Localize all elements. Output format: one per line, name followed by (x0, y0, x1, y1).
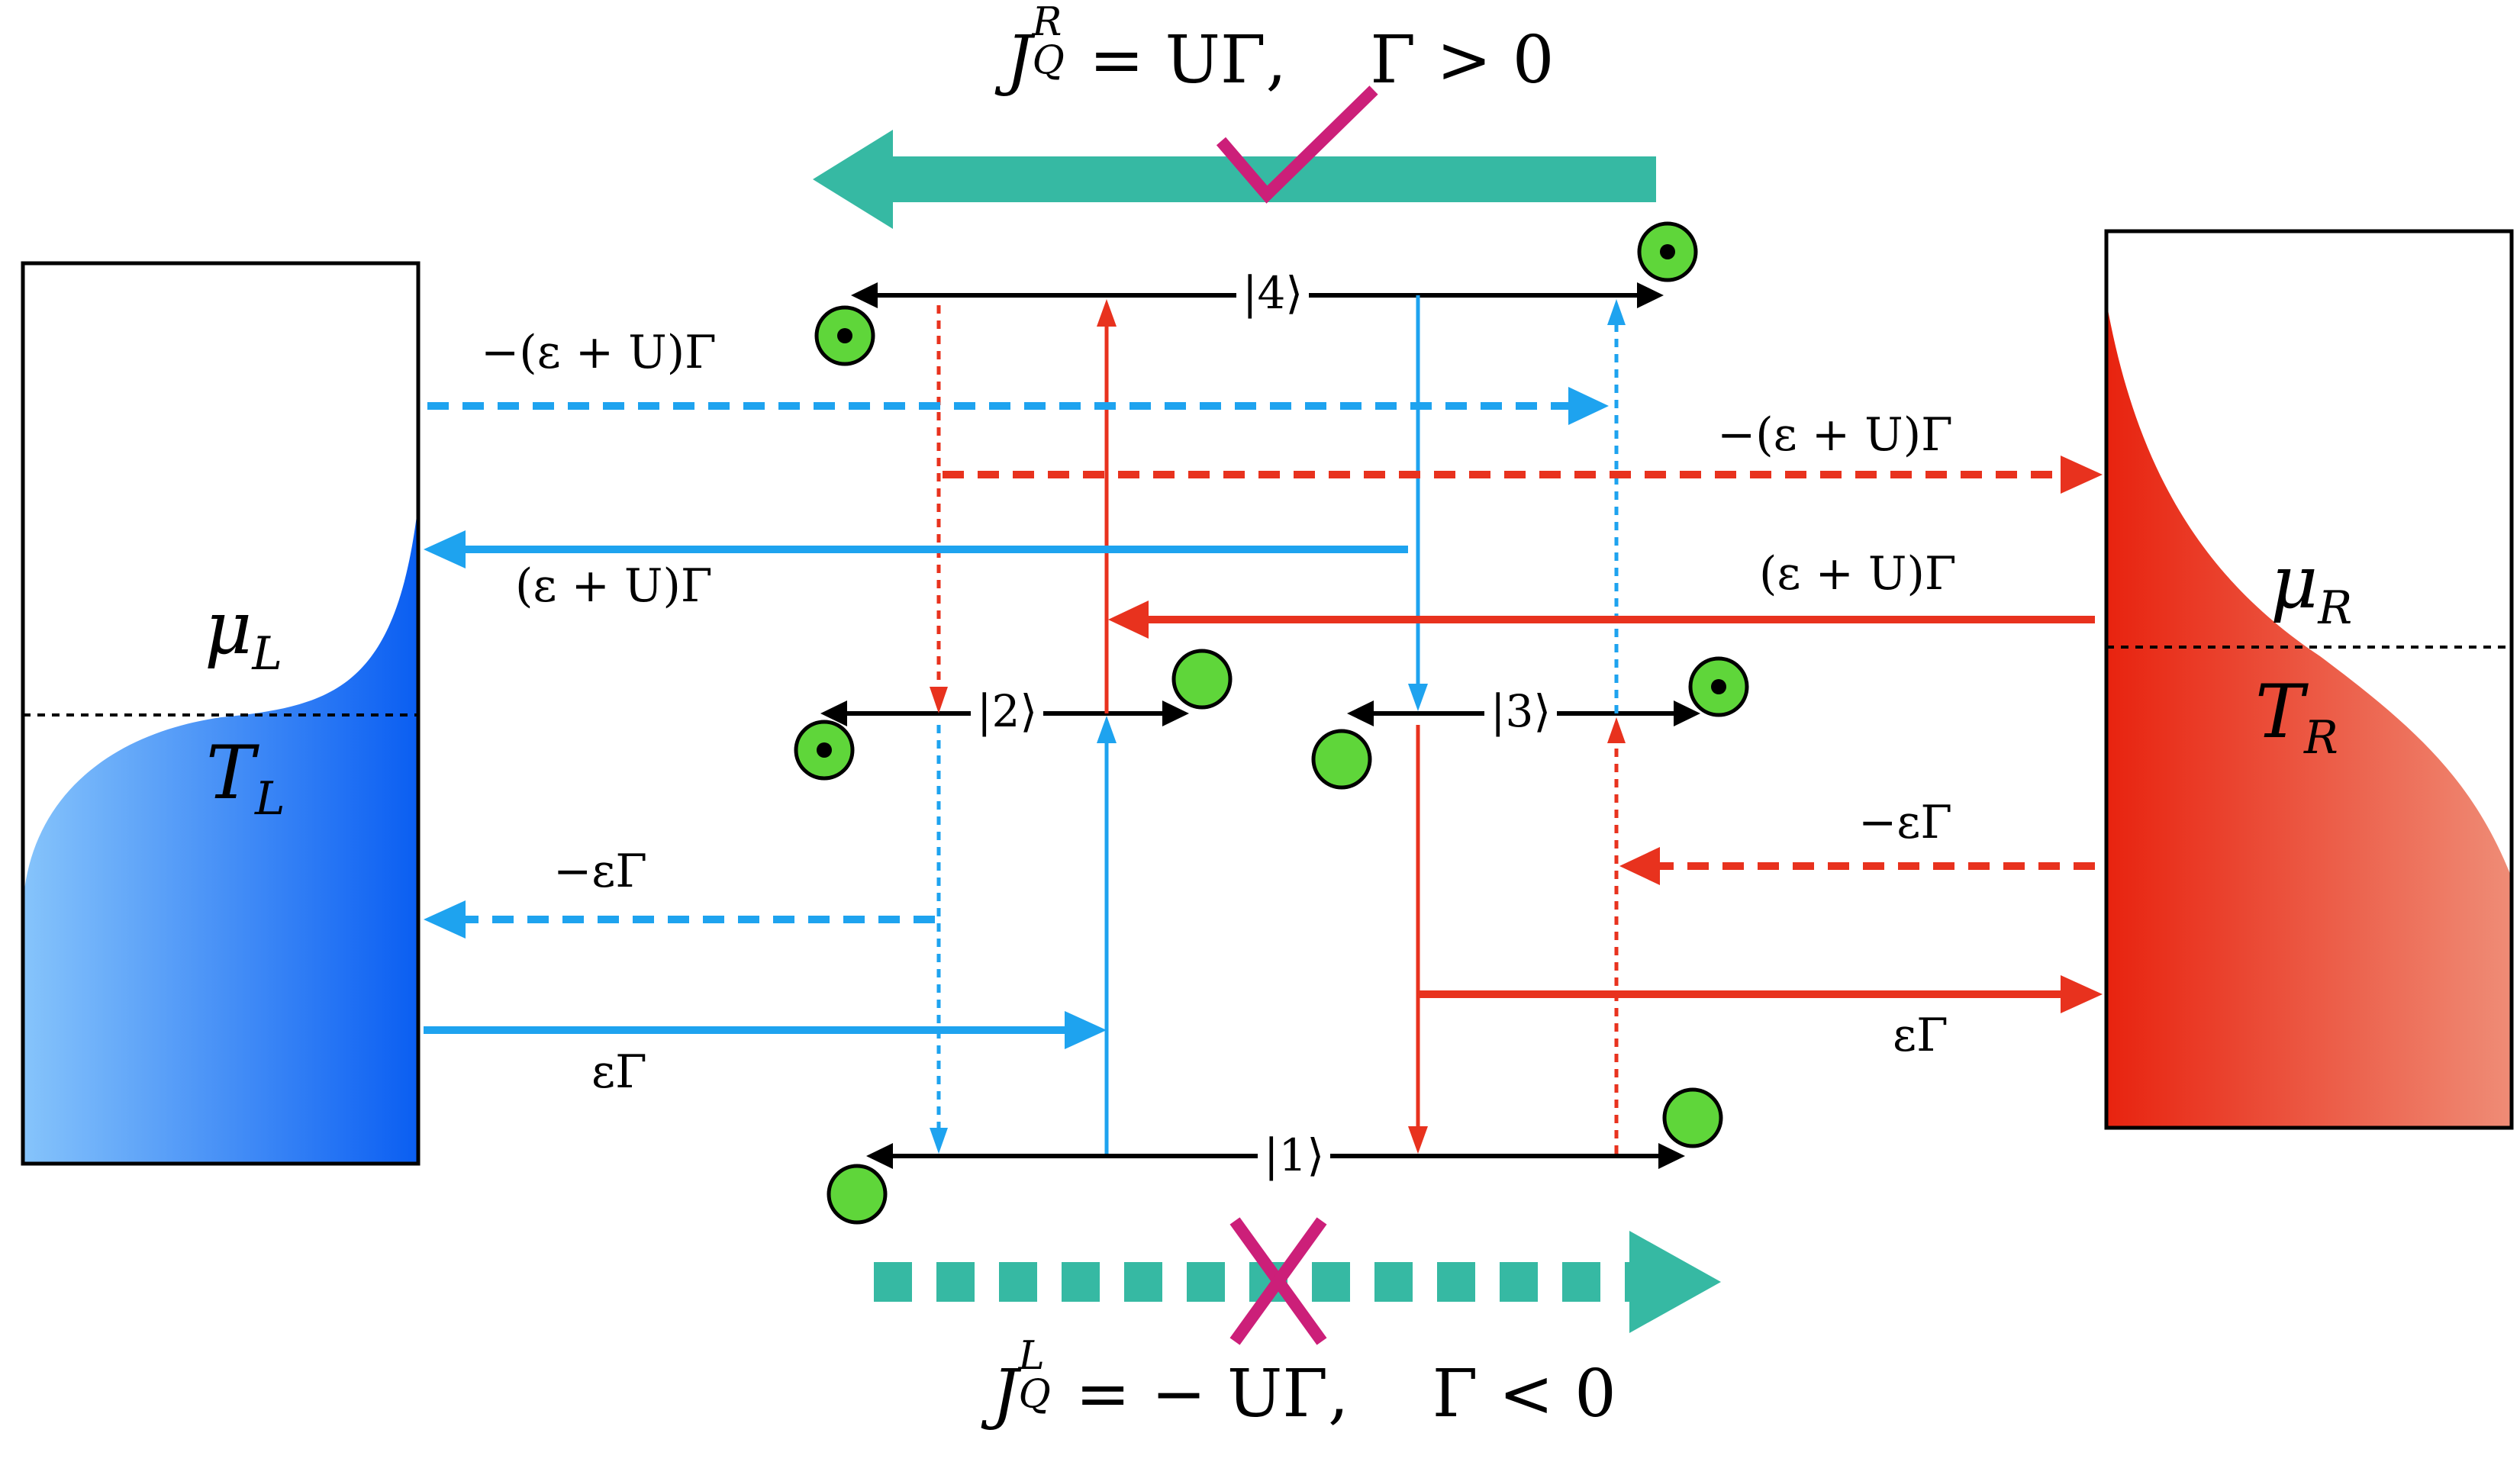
state-label-3: |3⟩ (1484, 689, 1558, 733)
current-superscript: L (1018, 1332, 1045, 1379)
flow-center-to-left-blue (424, 530, 1408, 568)
current-expression: = − UΓ, (1075, 1356, 1349, 1432)
transition-1-to-3-red-dotted (1607, 717, 1626, 1154)
left-temperature-label: TL (206, 736, 285, 822)
rate-label-left-pos: εΓ (591, 1045, 647, 1099)
current-condition: Γ > 0 (1370, 22, 1555, 98)
empty-particle-icon (827, 1164, 888, 1225)
current-subscript: Q (1032, 37, 1065, 83)
mu-symbol: μ (205, 585, 253, 671)
temperature-subscript: R (2304, 711, 2338, 765)
rate-label-right-pos: εΓ (1893, 1009, 1948, 1062)
flow-center-to-left-blue-dashed (424, 900, 935, 939)
transition-4-to-2-red-dotted (930, 305, 948, 713)
right-reservoir-frame (2104, 229, 2514, 1130)
right-chemical-potential-label: μR (2270, 546, 2352, 631)
current-symbol: J (1006, 22, 1033, 98)
flow-left-to-center-blue-dashed (427, 387, 1609, 425)
current-expression: = UΓ, (1089, 22, 1287, 98)
empty-particle-icon (1171, 649, 1233, 710)
mu-subscript: R (2318, 581, 2353, 635)
transition-3-to-1-red (1408, 725, 1428, 1154)
flow-left-to-center-blue (424, 1011, 1107, 1049)
mu-subscript: L (252, 627, 282, 681)
transition-2-to-1-blue-dotted (930, 725, 948, 1154)
current-superscript: R (1032, 0, 1062, 45)
cross-mark-icon (1229, 1217, 1327, 1345)
particle-dots (817, 244, 1726, 758)
flow-center-to-right-red-dashed (943, 456, 2103, 494)
left-reservoir (21, 261, 421, 1166)
empty-particle-icon (1311, 729, 1372, 790)
rate-label-right-neg: −εΓ (1858, 796, 1952, 849)
transition-2-to-4-red (1097, 299, 1117, 713)
heat-current-left-arrow (874, 1231, 1721, 1333)
transition-4-to-3-blue (1408, 295, 1428, 711)
left-chemical-potential-label: μL (205, 591, 282, 677)
empty-particle-icon (1662, 1087, 1723, 1148)
right-temperature-label: TR (2255, 675, 2338, 761)
rate-label-right-top: −(ε + U)Γ (1717, 408, 1953, 462)
current-subscript: Q (1018, 1370, 1051, 1417)
right-fermi-fill (2106, 301, 2512, 1128)
right-reservoir (2104, 229, 2514, 1130)
state-label-4: |4⟩ (1236, 271, 1310, 315)
current-condition: Γ < 0 (1432, 1356, 1616, 1432)
check-mark-icon (1216, 85, 1378, 204)
rate-label-left-top: −(ε + U)Γ (481, 326, 717, 379)
temperature-subscript: L (255, 772, 285, 826)
transition-1-to-2-blue (1097, 716, 1117, 1154)
flow-right-to-center-red (1108, 601, 2095, 639)
mu-symbol: μ (2270, 539, 2319, 625)
rate-label-left-neg: −εΓ (553, 845, 647, 898)
current-symbol: J (992, 1356, 1019, 1432)
temperature-symbol: T (2255, 669, 2305, 755)
rate-label-left-mid: (ε + U)Γ (515, 559, 713, 613)
state-label-2: |2⟩ (971, 689, 1044, 733)
heat-current-right-arrow (813, 130, 1656, 229)
flow-right-to-center-red-dashed (1619, 847, 2095, 885)
left-fermi-fill (23, 504, 418, 1164)
state-label-1: |1⟩ (1258, 1133, 1331, 1177)
temperature-symbol: T (206, 730, 256, 816)
rate-label-right-mid: (ε + U)Γ (1759, 547, 1957, 601)
flow-center-to-right-red (1418, 975, 2103, 1013)
transition-3-to-4-blue-dotted (1607, 299, 1626, 713)
